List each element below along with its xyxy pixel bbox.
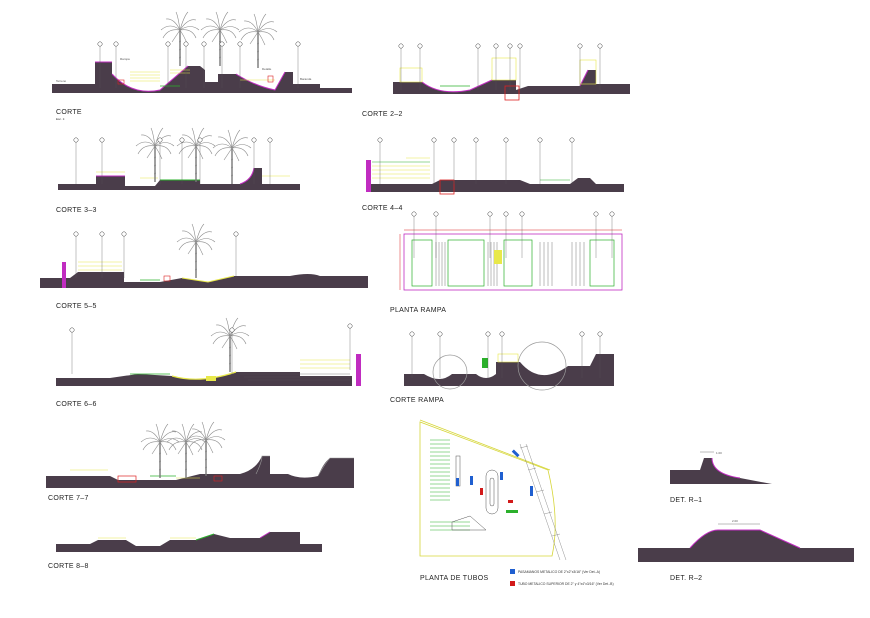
- title-corte-2-2: CORTE 2–2: [362, 111, 403, 118]
- title-corte-8-8: CORTE 8–8: [48, 563, 89, 570]
- title-corte-5-5: CORTE 5–5: [56, 303, 97, 310]
- legend-text-1: PASAMANOS METALICO DE 2"x2"x3/16" (Ver D…: [518, 570, 600, 574]
- title-planta-tubos: PLANTA DE TUBOS: [420, 575, 488, 582]
- title-det-r2: DET. R–2: [670, 575, 702, 582]
- title-corte-3-3: CORTE 3–3: [56, 207, 97, 214]
- ground-profile: [40, 272, 368, 288]
- svg-text:Detalle: Detalle: [262, 67, 272, 71]
- section-planta-rampa: [399, 211, 623, 291]
- section-corte-2-2: [393, 43, 630, 101]
- legend-swatch-red: [510, 581, 515, 586]
- svg-text:Terreno: Terreno: [56, 79, 67, 83]
- dim-r1: 1.00: [716, 451, 722, 455]
- section-det-r1: 1.00: [670, 451, 772, 484]
- title-corte-7-7: CORTE 7–7: [48, 495, 89, 502]
- title-planta-rampa: PLANTA RAMPA: [390, 307, 446, 314]
- ground-profile: [404, 354, 614, 386]
- legend-swatch-blue: [510, 569, 515, 574]
- title-corte-4-4: CORTE 4–4: [362, 205, 403, 212]
- ground-profile: [393, 70, 630, 94]
- section-corte-rampa: [404, 331, 614, 391]
- section-titles: CORTE Esc. 1: CORTE 2–2 CORTE 3–3 CORTE …: [48, 109, 702, 582]
- title-corte-6-6: CORTE 6–6: [56, 401, 97, 408]
- legend-text-2: TUBO METALICO SUPERIOR DE 2" y 4"x4"x3/1…: [518, 582, 614, 586]
- section-corte-4-4: [366, 137, 624, 195]
- ground-profile: [46, 456, 354, 488]
- title-det-r1: DET. R–1: [670, 497, 702, 504]
- title-corte-1: CORTE: [56, 109, 82, 116]
- section-corte-8-8: [56, 531, 322, 552]
- section-corte-5-5: [40, 223, 368, 288]
- section-det-r2: 2.00: [638, 519, 854, 562]
- title-corte-rampa: CORTE RAMPA: [390, 397, 444, 404]
- svg-text:Baranda: Baranda: [300, 77, 312, 81]
- section-corte-3-3: [58, 127, 300, 190]
- ground-profile: [58, 168, 300, 190]
- section-corte-6-6: [56, 317, 361, 386]
- ground-profile: [56, 532, 322, 552]
- subtitle-corte-1: Esc. 1:: [56, 117, 65, 121]
- section-planta-tubos: PASAMANOS METALICO DE 2"x2"x3/16" (Ver D…: [419, 419, 614, 586]
- svg-text:Rampa: Rampa: [120, 57, 130, 61]
- dim-r2: 2.00: [732, 519, 738, 523]
- section-corte-7-7: [46, 421, 354, 488]
- ground-profile: [52, 62, 352, 93]
- ground-profile: [366, 178, 624, 192]
